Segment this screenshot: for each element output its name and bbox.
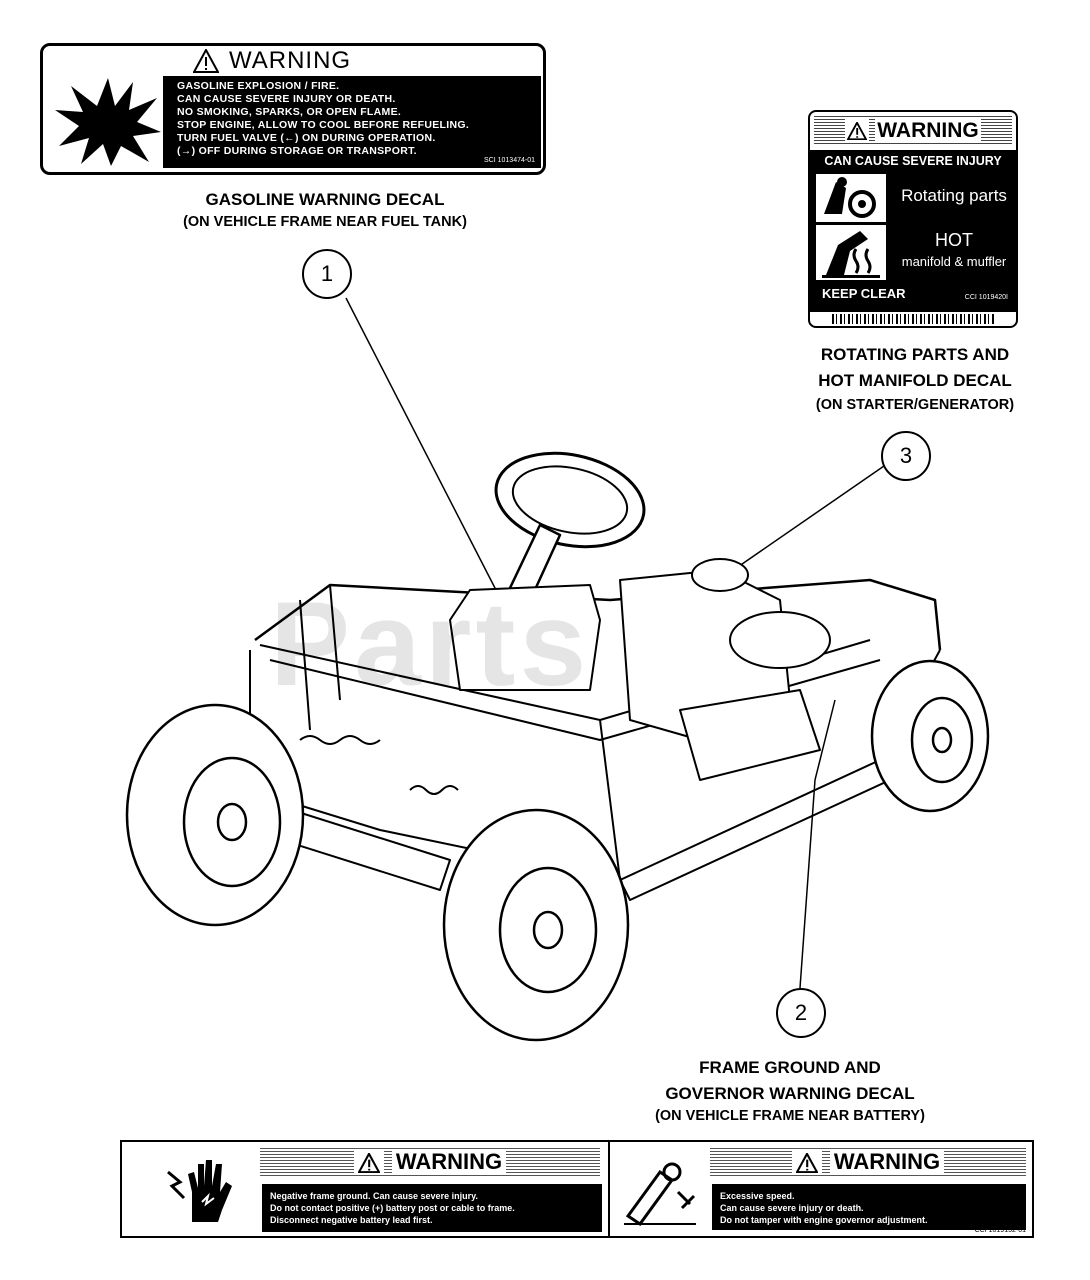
frame-line: Do not contact positive (+) battery post…: [270, 1203, 515, 1213]
governor-decal-warning-word: WARNING: [829, 1149, 945, 1175]
governor-line: Can cause severe injury or death.: [720, 1203, 864, 1213]
explosion-icon: [55, 78, 161, 166]
warning-triangle-icon: [795, 1151, 819, 1174]
governor-decal-header: WARNING: [710, 1146, 1026, 1178]
gasoline-decal-warning-word: WARNING: [229, 47, 352, 74]
frame-line: Disconnect negative battery lead first.: [270, 1215, 433, 1225]
barcode-strip: [832, 314, 996, 324]
gasoline-caption-title: GASOLINE WARNING DECAL: [205, 190, 445, 209]
rotating-parts-decal: WARNING CAN CAUSE SEVERE INJURY Rotating…: [808, 110, 1018, 328]
rotating-decal-code: CCI 1019420I: [964, 294, 1008, 301]
rotating-decal-header: WARNING: [814, 116, 1012, 146]
rotating-parts-label: Rotating parts: [901, 186, 1007, 205]
callout-1: 1: [302, 249, 352, 299]
governor-half: WARNING Excessive speed. Can cause sever…: [610, 1142, 1032, 1236]
gasoline-line: GASOLINE EXPLOSION / FIRE.: [177, 80, 340, 92]
wheels: [125, 659, 990, 1042]
frame-decal-header: WARNING: [260, 1146, 600, 1178]
gasoline-line: STOP ENGINE, ALLOW TO COOL BEFORE REFUEL…: [177, 119, 470, 131]
rotating-parts-icon: [816, 174, 886, 222]
rotating-decal-subtitle: CAN CAUSE SEVERE INJURY: [810, 150, 1016, 172]
callout-3: 3: [881, 431, 931, 481]
hot-surface-icon: [816, 225, 886, 280]
governor-decal-text: Excessive speed. Can cause severe injury…: [712, 1184, 1026, 1230]
gasoline-line: NO SMOKING, SPARKS, OR OPEN FLAME.: [177, 106, 402, 118]
chassis-lines: [249, 297, 942, 989]
governor-line: Excessive speed.: [720, 1191, 795, 1201]
frame-line: Negative frame ground. Can cause severe …: [270, 1191, 478, 1201]
electric-shock-hand-icon: [167, 1160, 232, 1222]
frame-decal-text: Negative frame ground. Can cause severe …: [262, 1184, 602, 1232]
frame-ground-half: WARNING Negative frame ground. Can cause…: [122, 1142, 610, 1236]
warning-triangle-icon: [846, 121, 868, 141]
rotating-decal-footer: KEEP CLEAR CCI 1019420I: [810, 282, 1016, 312]
warning-triangle-icon: [357, 1151, 381, 1174]
rotating-caption-location: (ON STARTER/GENERATOR): [815, 397, 1015, 413]
frame-caption-title-1: FRAME GROUND AND: [699, 1058, 881, 1077]
watermark-text: Parts: [270, 577, 591, 711]
gasoline-decal-code: SCI 1013474-01: [484, 157, 535, 164]
rotating-caption-title-1: ROTATING PARTS AND: [820, 345, 1010, 364]
frame-caption-title-2: GOVERNOR WARNING DECAL: [665, 1084, 915, 1103]
warning-triangle-icon: [193, 49, 219, 73]
gasoline-warning-decal: WARNING GASOLINE EXPLOSION / FIRE. CAN C…: [40, 43, 546, 175]
gasoline-line: (→) OFF DURING STORAGE OR TRANSPORT.: [177, 145, 417, 157]
frame-decal-warning-word: WARNING: [391, 1149, 507, 1175]
governor-line: Do not tamper with engine governor adjus…: [720, 1215, 928, 1225]
gasoline-decal-text-panel: GASOLINE EXPLOSION / FIRE. CAN CAUSE SEV…: [163, 76, 541, 168]
rear-front-wheel: [442, 808, 630, 1042]
gasoline-line: CAN CAUSE SEVERE INJURY OR DEATH.: [177, 93, 396, 105]
manifold-muffler-label: manifold & muffler: [901, 254, 1007, 269]
gasoline-decal-header: WARNING: [193, 47, 533, 74]
frame-decal-code: CCI 1019152-01: [974, 1227, 1026, 1234]
front-left-wheel: [125, 703, 305, 927]
rotating-caption-title-2: HOT MANIFOLD DECAL: [818, 371, 1012, 390]
hot-label: HOT: [935, 230, 973, 250]
governor-tamper-icon: [624, 1162, 696, 1226]
gasoline-line: TURN FUEL VALVE (←) ON DURING OPERATION.: [177, 132, 436, 144]
frame-caption-location: (ON VEHICLE FRAME NEAR BATTERY): [655, 1108, 925, 1124]
gasoline-caption-location: (ON VEHICLE FRAME NEAR FUEL TANK): [183, 214, 467, 230]
right-rear-wheel: [870, 659, 990, 813]
rotating-decal-warning-word: WARNING: [875, 119, 981, 143]
callout-2: 2: [776, 988, 826, 1038]
keep-clear-label: KEEP CLEAR: [822, 286, 906, 301]
frame-governor-decal: WARNING Negative frame ground. Can cause…: [120, 1140, 1034, 1238]
